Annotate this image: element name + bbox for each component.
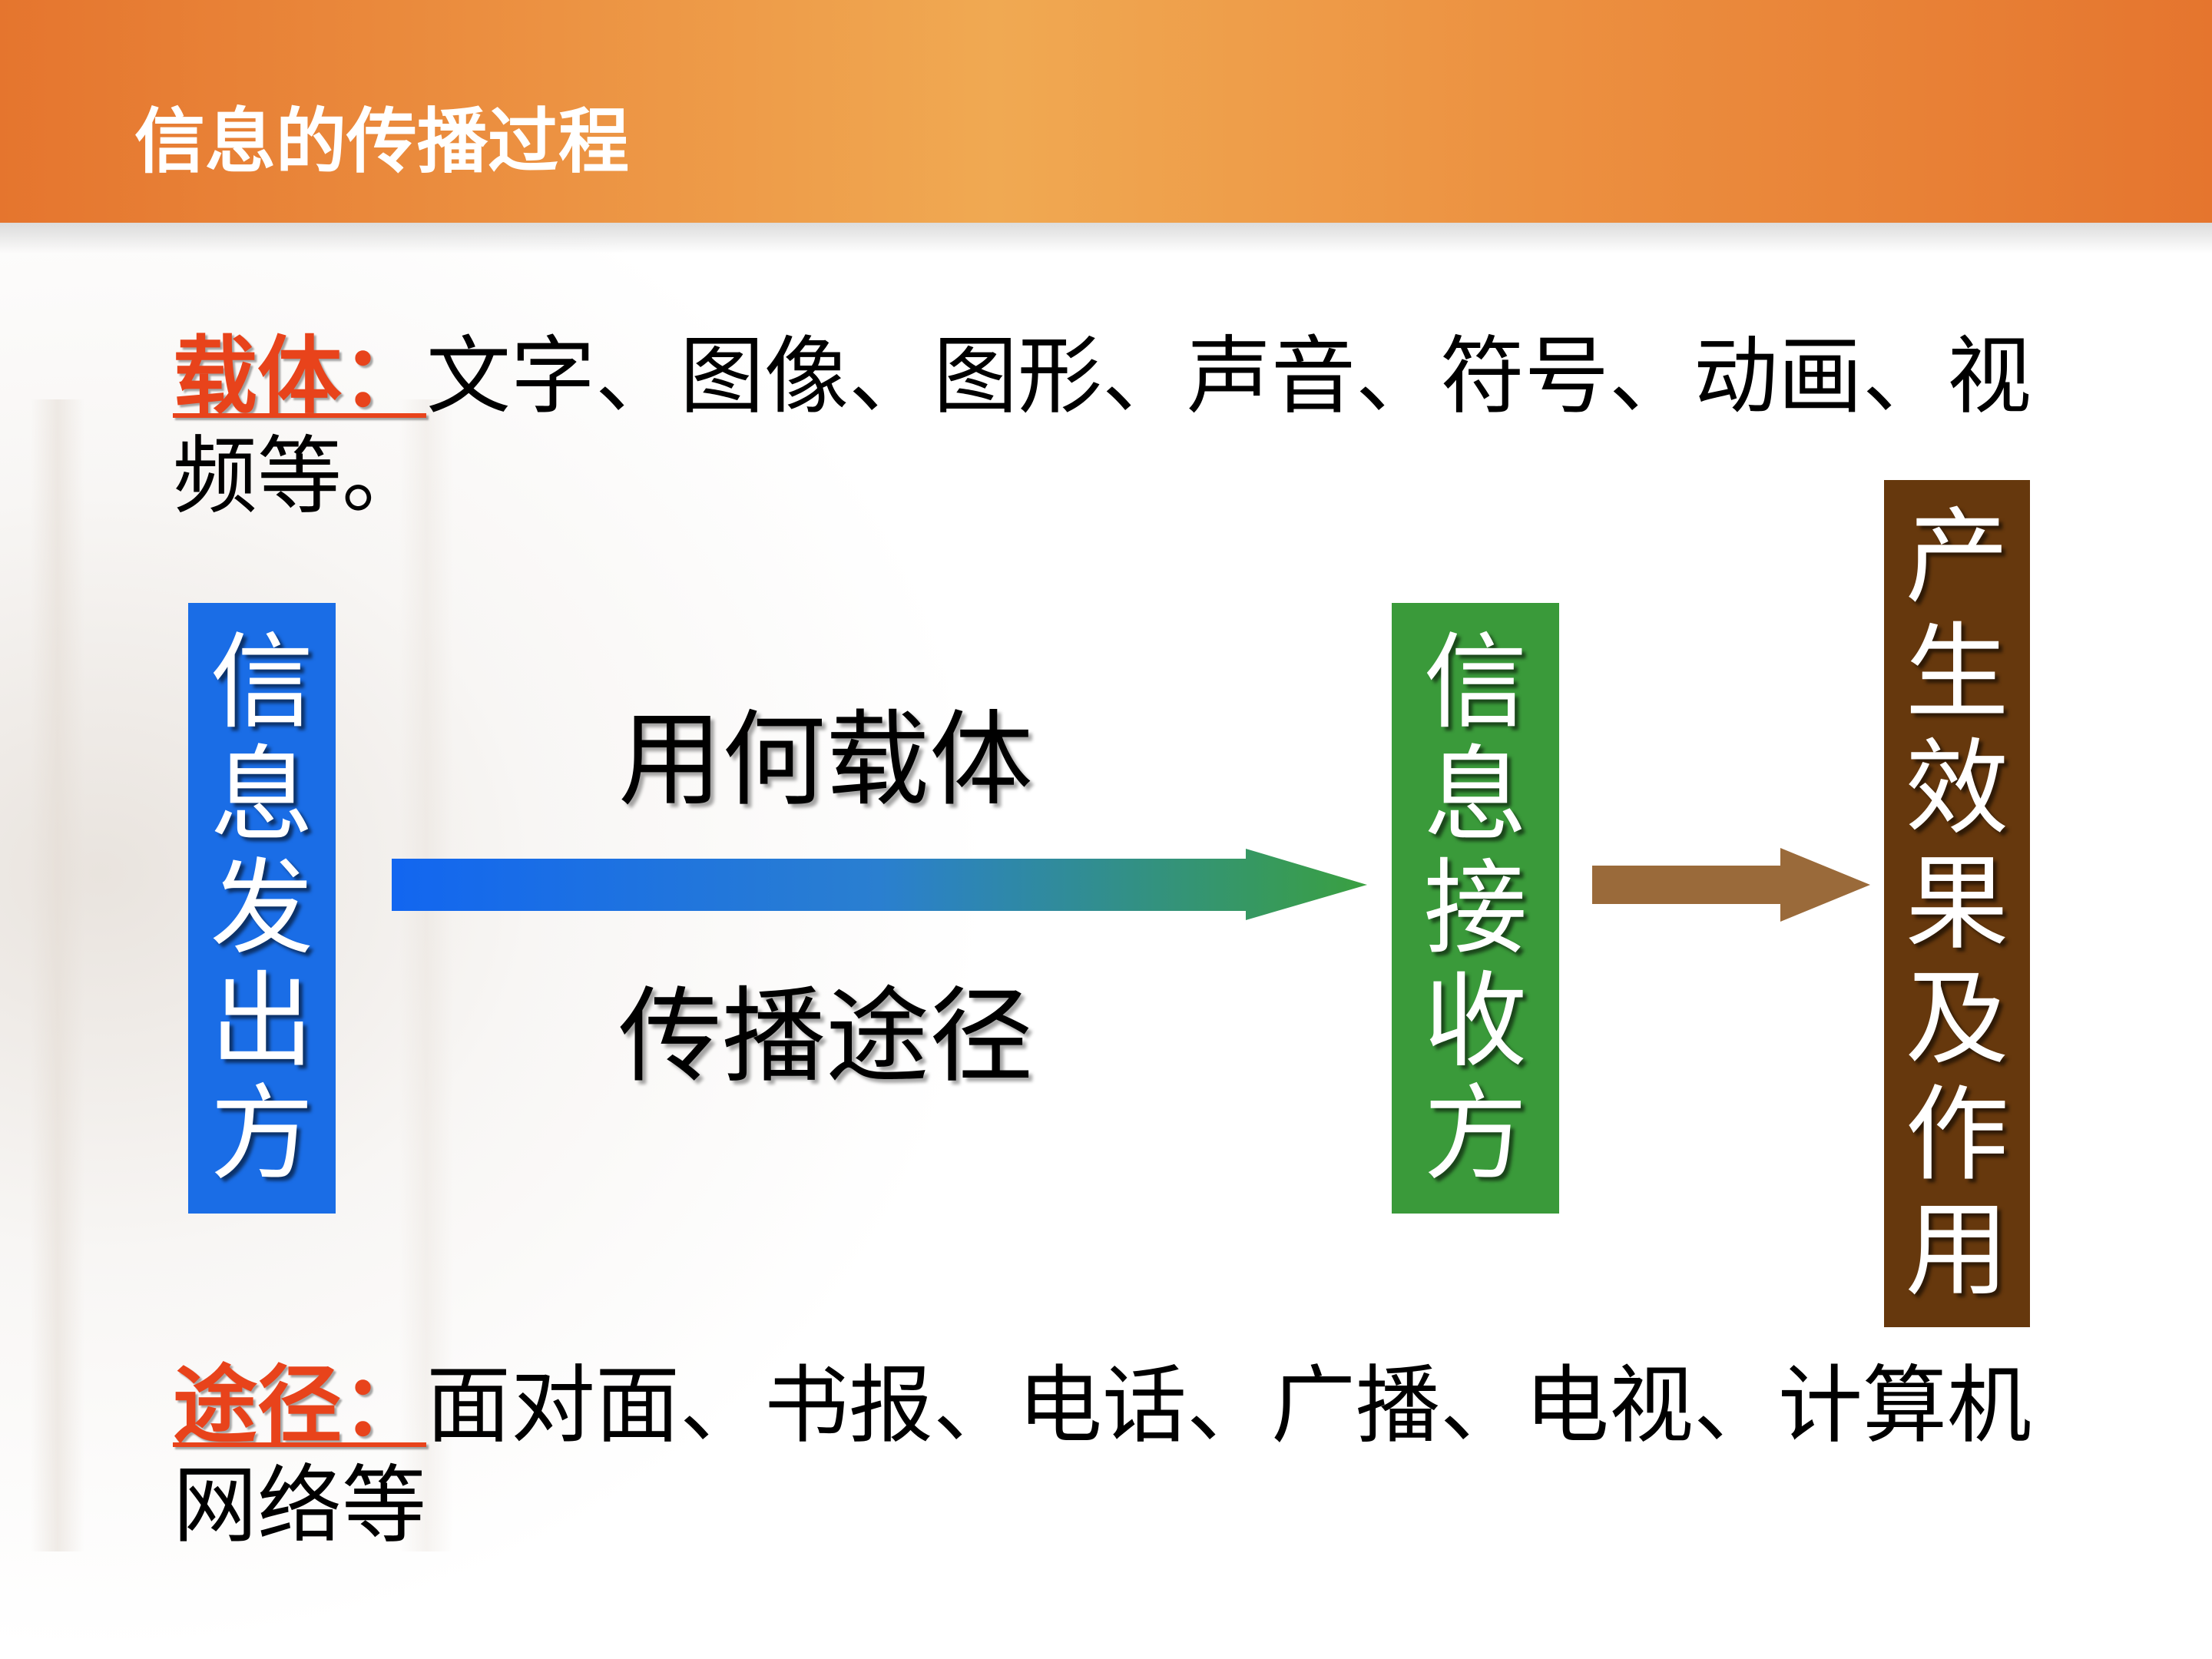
receiver-box: 信 息 接 收 方 [1392, 603, 1559, 1214]
background-column [399, 399, 453, 1551]
receiver-char: 收 [1423, 961, 1528, 1081]
sender-char: 息 [210, 735, 314, 856]
arrow-label-carrier: 用何载体 [618, 700, 1033, 820]
background-column [31, 399, 84, 1551]
channel-text: 面对面、书报、电话、广播、电视、计算机网络等 [173, 1356, 2032, 1555]
effect-char: 生 [1905, 612, 2009, 733]
slide-title: 信息的传播过程 [134, 101, 630, 183]
receiver-char: 信 [1423, 622, 1528, 743]
effect-arrow [1592, 848, 1870, 922]
receiver-char: 息 [1423, 735, 1528, 856]
effect-box: 产 生 效 果 及 作 用 [1884, 480, 2030, 1327]
effect-char: 产 [1905, 496, 2009, 618]
send-arrow [392, 849, 1367, 920]
effect-char: 果 [1905, 843, 2009, 964]
sender-box: 信 息 发 出 方 [188, 603, 336, 1214]
header-band [0, 0, 2212, 223]
sender-char: 出 [210, 961, 314, 1081]
effect-char: 效 [1905, 727, 2009, 849]
channel-paragraph: 途径：面对面、书报、电话、广播、电视、计算机网络等 [173, 1356, 2032, 1555]
carrier-key: 载体： [173, 326, 426, 426]
carrier-paragraph: 载体：文字、图像、图形、声音、符号、动画、视频等。 [173, 326, 2032, 526]
arrow-label-channel: 传播途径 [618, 976, 1033, 1097]
carrier-text: 文字、图像、图形、声音、符号、动画、视频等。 [173, 327, 2032, 525]
sender-char: 发 [210, 848, 314, 969]
channel-key: 途径： [173, 1356, 426, 1455]
receiver-char: 方 [1423, 1074, 1528, 1194]
effect-char: 及 [1905, 959, 2009, 1080]
sender-char: 方 [210, 1074, 314, 1194]
receiver-char: 接 [1423, 848, 1528, 969]
header-shadow [0, 223, 2212, 253]
effect-char: 用 [1905, 1190, 2009, 1311]
sender-char: 信 [210, 622, 314, 743]
background-photo [0, 230, 998, 1659]
effect-char: 作 [1905, 1074, 2009, 1195]
